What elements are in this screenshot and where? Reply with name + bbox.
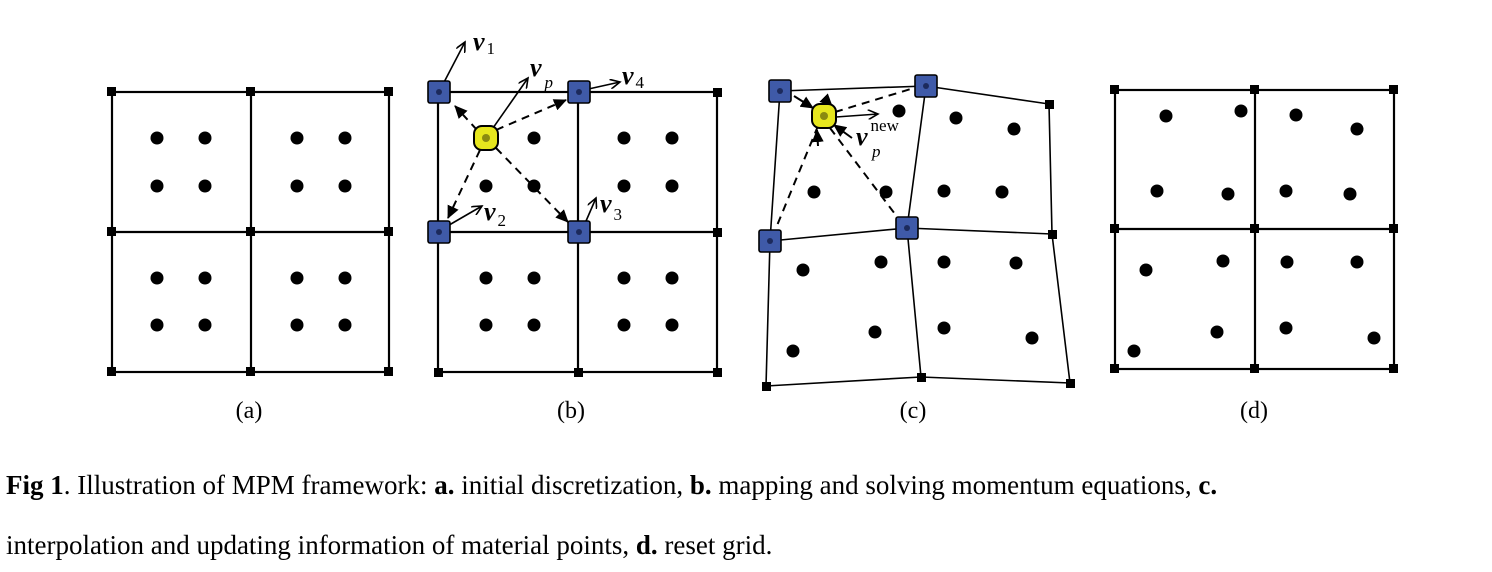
panel-c-material-points [786,104,1039,358]
panel-a-grid-nodes [107,87,393,376]
caption-c-key: c. [1198,470,1218,500]
caption-a-key: a. [434,470,455,500]
caption-c-text: interpolation and updating information o… [6,530,636,560]
panel-b-node-centers [436,89,582,235]
caption-intro: . Illustration of MPM framework: [63,470,435,500]
panel-d-grid-nodes [1110,85,1398,373]
panel-c-grid-nodes-active [758,74,938,253]
panel-label-b: (b) [557,398,585,424]
panel-b-material-point-core [482,134,490,142]
figure-caption-line-2: interpolation and updating information o… [6,528,772,562]
panel-a-material-points [150,131,352,332]
panel-label-c: (c) [899,398,927,424]
panel-b-grid-nodes [434,88,722,377]
panel-d-material-points [1127,104,1381,358]
caption-b-text: mapping and solving momentum equations, [711,470,1199,500]
panel-b-mapping-lines [447,99,569,223]
label-vp: vp [530,53,553,92]
caption-d-text: reset grid. [657,530,773,560]
caption-fig-label: Fig 1 [6,470,64,500]
panel-b-material-points [479,131,679,332]
caption-d-key: d. [635,530,658,560]
panel-c-node-centers [767,83,929,244]
figure-caption-line-1: Fig 1. Illustration of MPM framework: a.… [6,468,1217,502]
panel-c-material-point-core [820,112,828,120]
panel-c-grid-nodes [762,100,1075,391]
panel-label-d: (d) [1240,398,1268,424]
caption-a-text: initial discretization, [454,470,690,500]
panel-label-a: (a) [235,398,263,424]
panel-c-interpolation-lines [775,87,915,229]
caption-b-key: b. [689,470,712,500]
panel-c-velocity-arrow [835,114,878,117]
